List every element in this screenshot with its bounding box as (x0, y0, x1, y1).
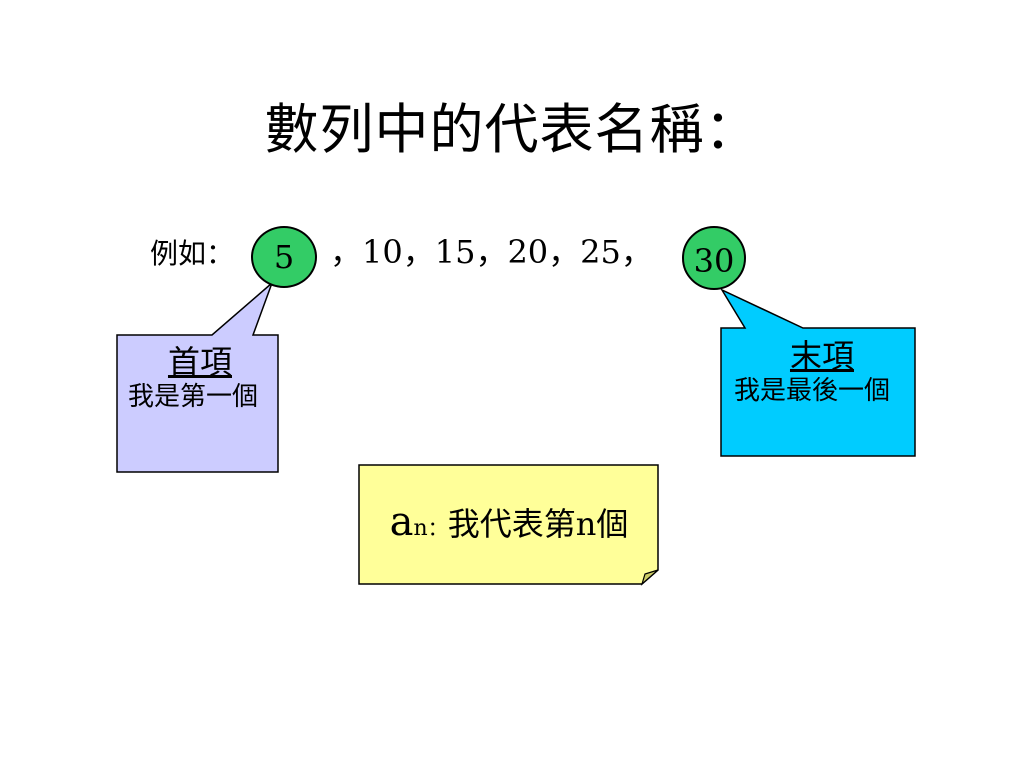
callout-first: 首項 我是第一個 (118, 342, 278, 412)
note-text: 我代表第n個 (447, 505, 629, 543)
callout-last: 末項 我是最後一個 (722, 336, 916, 406)
note: an：我代表第n個 (360, 500, 658, 551)
note-separator: ： (427, 516, 448, 540)
callout-first-text: 我是第一個 (128, 382, 259, 412)
first-term-bubble: 5 (251, 226, 317, 288)
last-term-bubble: 30 (682, 226, 746, 290)
sequence-middle-terms: ，10，15，20，25， (330, 233, 653, 271)
note-subscript: n (413, 516, 428, 541)
page-title: 數列中的代表名稱： (264, 98, 760, 161)
last-term-value: 30 (693, 242, 735, 280)
callout-last-shape (720, 288, 916, 457)
callout-last-heading: 末項 (789, 337, 854, 375)
callout-last-text: 我是最後一個 (734, 376, 891, 406)
example-label: 例如： (150, 237, 235, 270)
first-term-value: 5 (273, 238, 295, 276)
callout-first-shape (116, 280, 279, 473)
note-symbol: a (389, 499, 414, 545)
callout-first-heading: 首項 (167, 343, 232, 381)
note-fold (640, 569, 659, 586)
